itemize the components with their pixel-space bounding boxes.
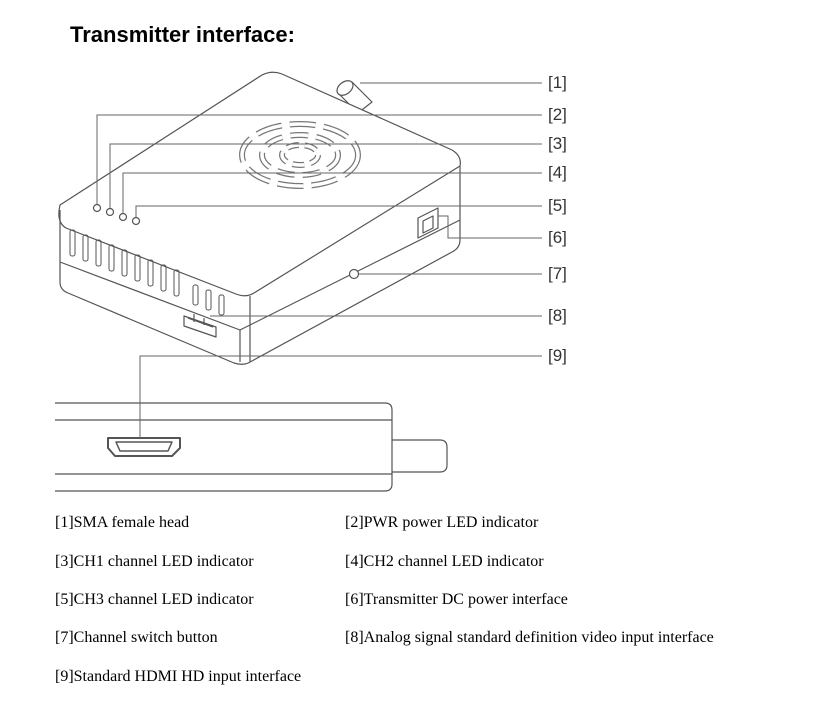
hdmi-side-view bbox=[55, 402, 448, 492]
device-front-face bbox=[59, 210, 251, 365]
callout-5: [5] bbox=[548, 196, 567, 215]
legend-item-9: [9]Standard HDMI HD input interface bbox=[55, 668, 302, 685]
callout-8: [8] bbox=[548, 306, 567, 325]
sma-connector bbox=[336, 80, 373, 114]
device-top-face bbox=[58, 71, 461, 297]
legend-item-5: [5]CH3 channel LED indicator bbox=[55, 591, 254, 608]
callout-1: [1] bbox=[548, 73, 567, 92]
legend-item-6: [6]Transmitter DC power interface bbox=[345, 591, 568, 608]
diagram-title: Transmitter interface: bbox=[70, 22, 295, 47]
legend-item-2: [2]PWR power LED indicator bbox=[345, 514, 539, 531]
device-right-face bbox=[249, 166, 461, 363]
legend-item-1: [1]SMA female head bbox=[55, 514, 190, 531]
fan-vent bbox=[239, 121, 361, 189]
legend-item-4: [4]CH2 channel LED indicator bbox=[345, 553, 544, 570]
legend-item-3: [3]CH1 channel LED indicator bbox=[55, 553, 254, 570]
callout-9: [9] bbox=[548, 346, 567, 365]
dc-connector bbox=[417, 207, 439, 239]
legend-item-8: [8]Analog signal standard definition vid… bbox=[345, 629, 714, 646]
callout-7: [7] bbox=[548, 264, 567, 283]
channel-button bbox=[348, 268, 360, 280]
led-indicators bbox=[92, 203, 141, 226]
callout-6: [6] bbox=[548, 228, 567, 247]
leader-lines bbox=[96, 82, 542, 438]
legend-item-7: [7]Channel switch button bbox=[55, 629, 218, 646]
side-vents bbox=[69, 229, 225, 316]
callout-2: [2] bbox=[548, 105, 567, 124]
av-connector bbox=[183, 314, 217, 338]
callout-4: [4] bbox=[548, 163, 567, 182]
callout-3: [3] bbox=[548, 134, 567, 153]
transmitter-illustration bbox=[55, 71, 542, 492]
